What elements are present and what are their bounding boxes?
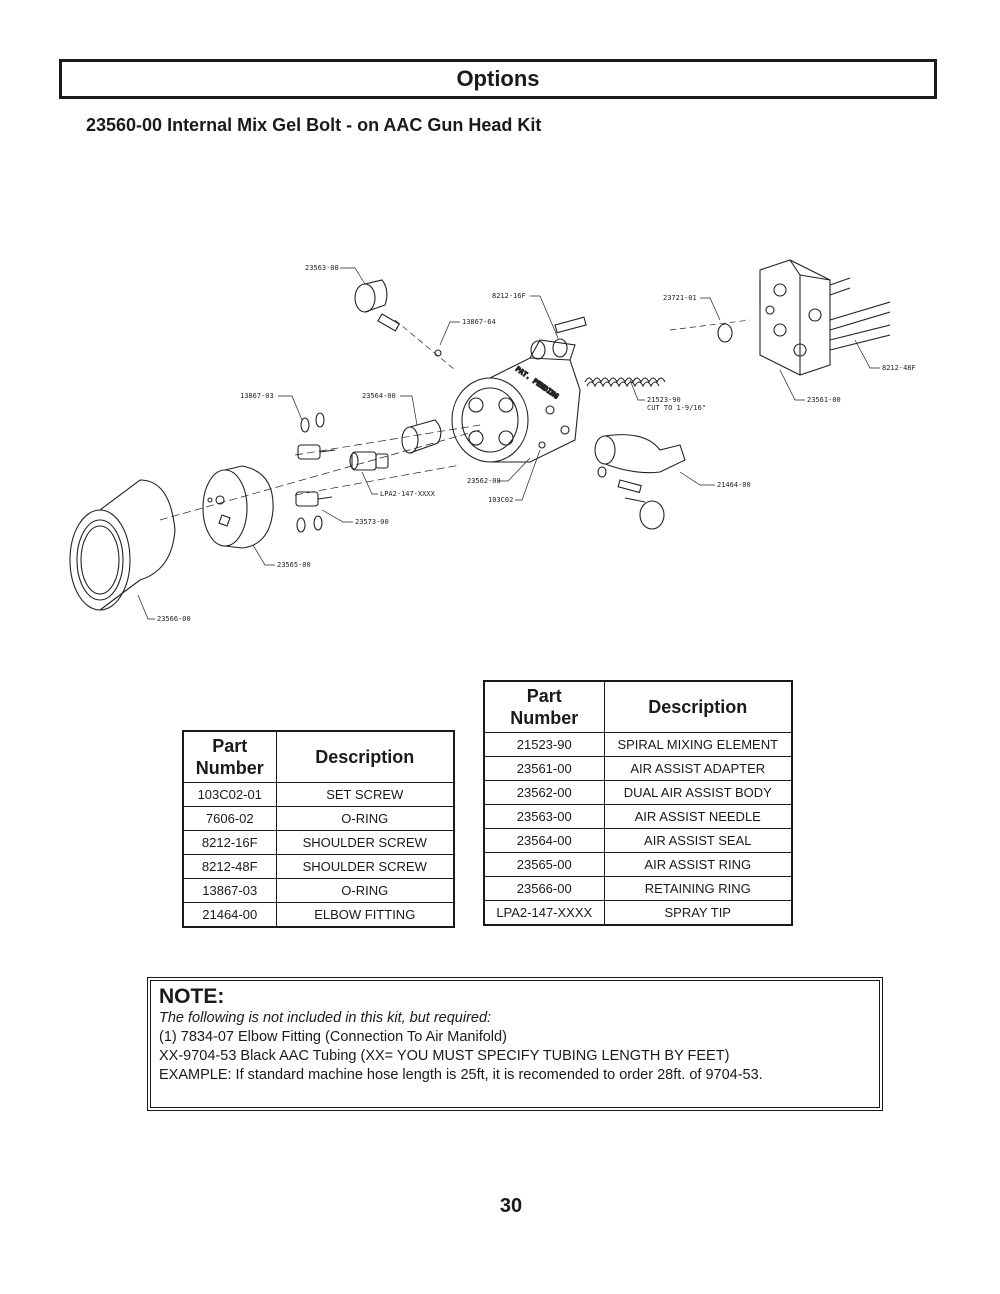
- exploded-parts-diagram: PAT. PENDING: [69, 259, 916, 623]
- note-content: NOTE: The following is not included in t…: [150, 980, 880, 1108]
- callout-13867-64: 13867-64: [462, 318, 496, 326]
- description-header: Description: [275, 730, 455, 783]
- callout-23721-01: 23721-01: [663, 294, 697, 302]
- callout-103c02: 103C02: [488, 496, 513, 504]
- callout-23565-00: 23565-00: [277, 561, 311, 569]
- part-number-header: Part Number: [483, 680, 605, 733]
- callout-21464-00: 21464-00: [717, 481, 751, 489]
- callout-23573-00: 23573-00: [355, 518, 389, 526]
- callout-23563-00: 23563-00: [305, 264, 339, 272]
- callout-23562-00: 23562-00: [467, 477, 501, 485]
- callout-23564-00: 23564-00: [362, 392, 396, 400]
- air-assist-adapter-part: [717, 259, 891, 376]
- note-intro: The following is not included in this ki…: [159, 1010, 492, 1026]
- air-assist-needle-part: [354, 279, 442, 357]
- table-header-row: Part Number Description: [483, 680, 793, 733]
- callout-23561-00: 23561-00: [807, 396, 841, 404]
- callout-lpa2-147-xxxx: LPA2-147-XXXX: [380, 490, 436, 498]
- kit-title: 23560-00 Internal Mix Gel Bolt - on AAC …: [86, 115, 542, 135]
- part-number-header: Part Number: [182, 730, 277, 783]
- note-line: (1) 7834-07 Elbow Fitting (Connection To…: [159, 1029, 507, 1045]
- page-number: 30: [499, 1195, 523, 1217]
- note-heading: NOTE:: [159, 985, 225, 1008]
- retaining-ring-part: [69, 479, 176, 611]
- dual-air-assist-body-part: [451, 316, 587, 463]
- air-assist-ring-part: [202, 465, 274, 549]
- callout-21523-90: 21523-90: [647, 396, 681, 404]
- callout-23566-00: 23566-00: [157, 615, 191, 623]
- spiral-mixing-element-part: [584, 377, 666, 388]
- description-header: Description: [603, 680, 793, 733]
- callout-8212-48f: 8212-48F: [882, 364, 916, 372]
- elbow-fitting-part: [594, 434, 686, 530]
- spray-tip-part: [349, 451, 389, 471]
- orings-left: [295, 412, 336, 533]
- callout-21523-90-cut: CUT TO 1-9/16": [647, 404, 706, 412]
- section-title: Options: [456, 66, 540, 91]
- table-header-row: Part Number Description: [182, 730, 455, 783]
- callout-8212-16f: 8212-16F: [492, 292, 526, 300]
- note-line: XX-9704-53 Black AAC Tubing (XX= YOU MUS…: [159, 1048, 730, 1064]
- note-line: EXAMPLE: If standard machine hose length…: [159, 1067, 763, 1083]
- callout-13867-03: 13867-03: [240, 392, 274, 400]
- air-assist-seal-part: [401, 419, 442, 454]
- note-box: NOTE: The following is not included in t…: [147, 977, 883, 1111]
- section-header: Options: [59, 59, 937, 99]
